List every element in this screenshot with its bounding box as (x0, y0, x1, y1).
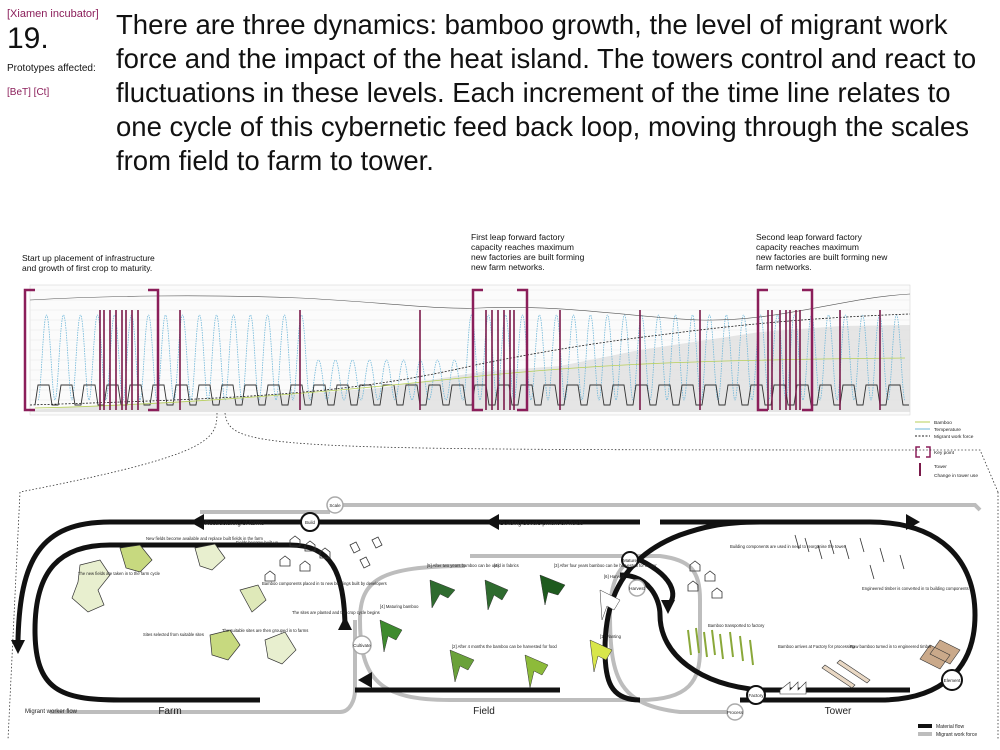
node-harvest: Harvest (628, 579, 646, 597)
svg-text:[3] After four years bamboo ca: [3] After four years bamboo can be harve… (554, 563, 657, 568)
field-notes: [5] After two years bamboo can be used i… (380, 563, 657, 649)
house-icons (264, 534, 905, 599)
farm-illustrations (71, 543, 297, 665)
node-cultivate: Cultivate (352, 635, 372, 655)
heat-island-area (30, 325, 910, 412)
farm-notes: The new fields are taken in to the farm … (78, 536, 387, 637)
flow-building-devel: Building develo pment on fields (500, 521, 583, 527)
annotation-startup: Start up placement of infrastructure and… (22, 253, 155, 273)
svg-text:The new fields are taken in to: The new fields are taken in to the farm … (78, 571, 161, 576)
svg-text:New fields become available an: New fields become available and replace … (146, 536, 263, 541)
legend-migrant-work-force: Migrant work force (936, 732, 977, 738)
intro-paragraph: There are three dynamics: bamboo growth,… (116, 9, 977, 176)
svg-text:Scale: Scale (329, 503, 341, 508)
flow-arrows (11, 514, 920, 688)
svg-text:Build: Build (305, 520, 316, 525)
flow-migrant: Migrant worker flow (25, 709, 78, 715)
zone-farm: Farm (158, 706, 181, 717)
node-process: Process (726, 703, 744, 721)
svg-text:The sites are planted and the: The sites are planted and the crop cycle… (292, 610, 380, 615)
node-element: Element (941, 669, 963, 691)
tower-notes: Building components are used in need to … (708, 544, 969, 649)
svg-text:Element: Element (944, 678, 961, 683)
zone-tower: Tower (825, 706, 852, 717)
svg-text:Bamboo arrives at Factory for: Bamboo arrives at Factory for processing (778, 644, 855, 649)
svg-text:Process: Process (727, 710, 744, 715)
flow-restructuring: Restructuring of farms (205, 521, 264, 527)
prototype-tags: [BeT] [Ct] (7, 87, 50, 98)
temperature-series (37, 314, 906, 401)
material-loops (15, 519, 978, 703)
cycle-legend: Material flow Migrant work force (918, 724, 977, 738)
svg-text:[5] After two years bamboo can: [5] After two years bamboo can be used i… (427, 563, 519, 568)
svg-text:Harvest: Harvest (629, 586, 645, 591)
svg-text:Mature: Mature (623, 558, 638, 563)
prototypes-label: Prototypes affected: (7, 63, 96, 74)
svg-text:Raw bamboo turned in to engine: Raw bamboo turned in to engineered timbe… (850, 644, 932, 649)
zone-field: Field (473, 706, 495, 717)
svg-text:Bamboo components placed in to: Bamboo components placed in to new build… (262, 581, 387, 586)
cycle-nodes: Build Scale Mature Harvest Cultivate Pro… (300, 496, 963, 721)
annotation-second-leap: Second leap forward factory capacity rea… (756, 232, 888, 272)
svg-text:Fields become built up: Fields become built up (236, 540, 279, 545)
node-scale: Scale (326, 496, 344, 514)
node-factory: Factory (746, 685, 766, 705)
svg-text:[4]: [4] (494, 563, 499, 568)
tower-elements (687, 627, 961, 695)
key-point-brackets (23, 288, 814, 412)
svg-text:[1] Planting: [1] Planting (600, 634, 622, 639)
project-label: [Xiamen incubator] (7, 8, 99, 20)
tower-change-lines (99, 310, 881, 410)
svg-text:Bamboo transported to factory: Bamboo transported to factory (708, 623, 765, 628)
annotation-first-leap: First leap forward factory capacity reac… (471, 232, 585, 272)
svg-text:Sites selected from suitable s: Sites selected from suitable sites (143, 632, 204, 637)
legend-material-flow: Material flow (936, 724, 964, 730)
node-build: Build (300, 512, 320, 532)
section-number: 19. (7, 22, 49, 55)
svg-text:The suitable sites are then gr: The suitable sites are then grouped in t… (222, 628, 308, 633)
svg-text:Factory: Factory (748, 693, 764, 698)
svg-text:Engineered timber is converted: Engineered timber is converted in to bui… (862, 586, 969, 591)
bamboo-leaves (379, 574, 621, 689)
svg-text:[4] Maturing bamboo: [4] Maturing bamboo (380, 604, 419, 609)
svg-text:Cultivate: Cultivate (353, 643, 371, 648)
node-mature: Mature (621, 551, 639, 569)
svg-text:Building components are used i: Building components are used in need to … (730, 544, 846, 549)
svg-text:[6] Harvest: [6] Harvest (604, 574, 625, 579)
svg-text:[2] After 4 months the bamboo: [2] After 4 months the bamboo can be har… (452, 644, 557, 649)
